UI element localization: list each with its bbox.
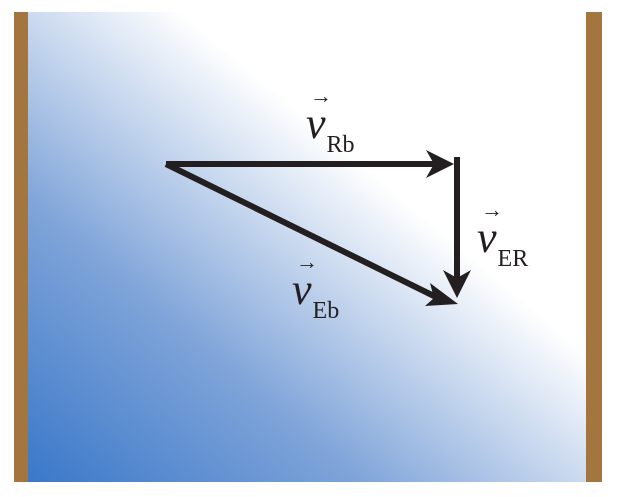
- v-letter: v: [477, 213, 497, 262]
- vector-er-arrow: [443, 157, 471, 298]
- vector-arrow-icon: →: [481, 197, 503, 222]
- v-symbol: →v: [477, 197, 503, 262]
- v-letter: v: [306, 99, 326, 148]
- right-bank: [586, 12, 602, 482]
- subscript-er: ER: [497, 246, 529, 272]
- left-bank: [14, 12, 28, 482]
- subscript-rb: Rb: [326, 132, 355, 158]
- label-v-er: →vER: [477, 197, 528, 272]
- vector-rb-arrow: [166, 150, 454, 178]
- vector-arrow-icon: →: [310, 83, 332, 108]
- v-letter: v: [292, 265, 312, 314]
- vector-arrow-icon: →: [296, 249, 318, 274]
- v-symbol: →v: [292, 249, 318, 314]
- v-symbol: →v: [306, 83, 332, 148]
- vector-eb-arrow: [164, 161, 458, 306]
- label-v-eb: →vEb: [292, 249, 339, 324]
- subscript-eb: Eb: [312, 298, 340, 324]
- river-water: [28, 12, 586, 482]
- label-v-rb: →vRb: [306, 83, 355, 158]
